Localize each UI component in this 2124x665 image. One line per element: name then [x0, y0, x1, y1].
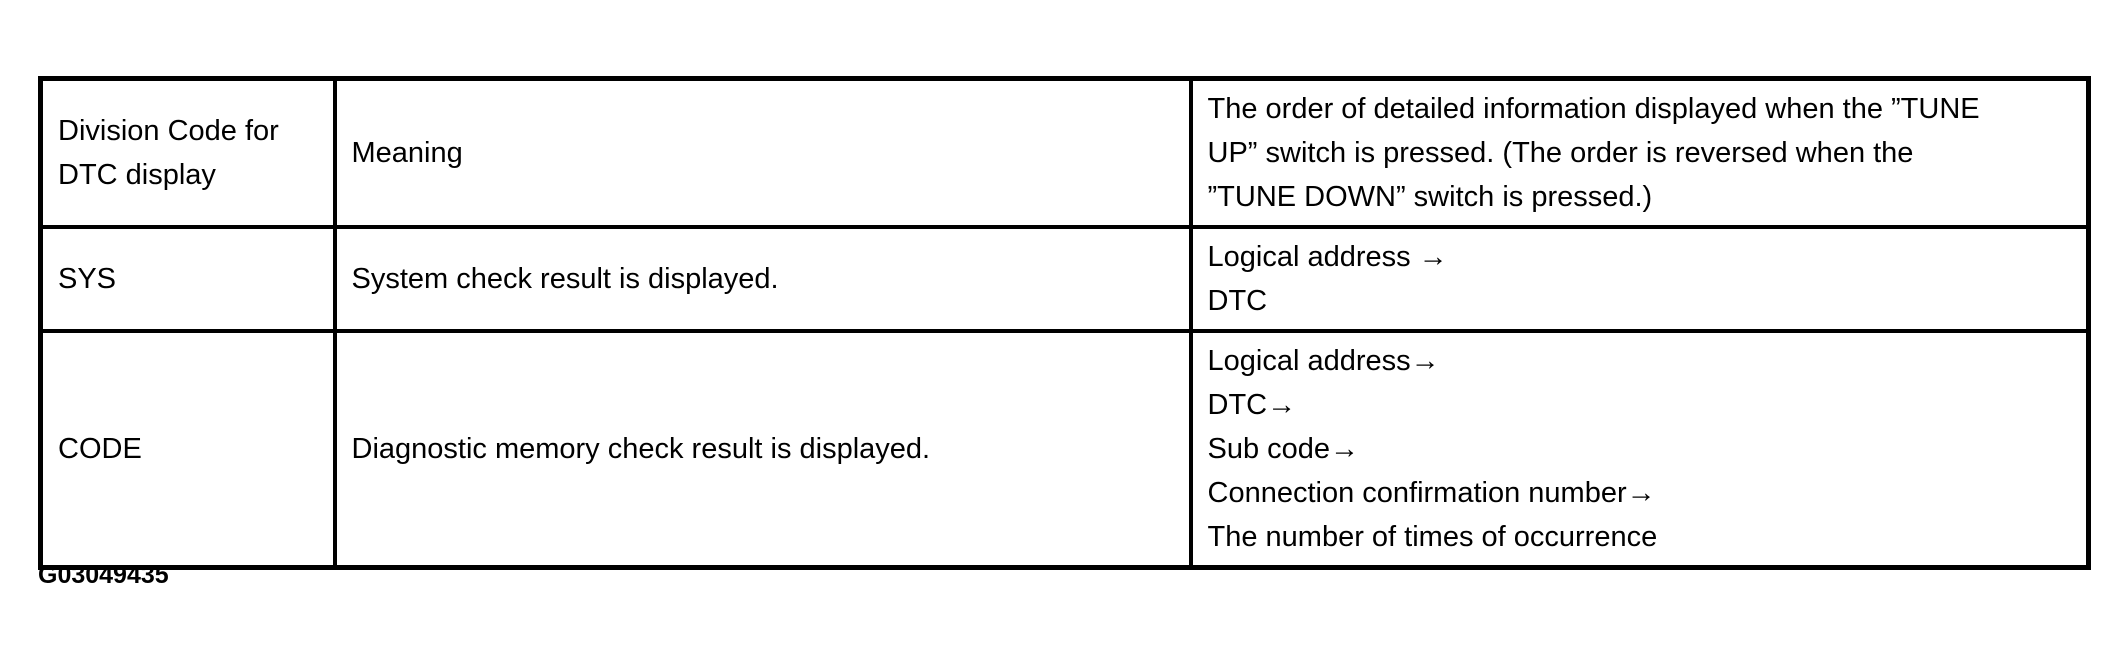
- header-division-code-cell: Division Code for DTC display: [38, 76, 337, 229]
- sys-code-cell: SYS: [38, 225, 337, 333]
- sys-order-cell: Logical address → DTC: [1188, 225, 2091, 333]
- table-row-sys: SYS System check result is displayed. Lo…: [38, 225, 2091, 333]
- sys-meaning-cell: System check result is displayed.: [332, 225, 1193, 333]
- header-meaning-cell: Meaning: [332, 76, 1193, 229]
- diagnostic-code-table: Division Code for DTC display Meaning Th…: [38, 76, 2091, 570]
- code-meaning-cell: Diagnostic memory check result is displa…: [332, 329, 1193, 570]
- header-order-info-cell: The order of detailed information displa…: [1188, 76, 2091, 229]
- table-row-code: CODE Diagnostic memory check result is d…: [38, 329, 2091, 570]
- code-code-cell: CODE: [38, 329, 337, 570]
- table-header-row: Division Code for DTC display Meaning Th…: [38, 76, 2091, 229]
- figure-id: G03049435: [38, 561, 169, 589]
- code-order-cell: Logical address→ DTC→ Sub code→ Connecti…: [1188, 329, 2091, 570]
